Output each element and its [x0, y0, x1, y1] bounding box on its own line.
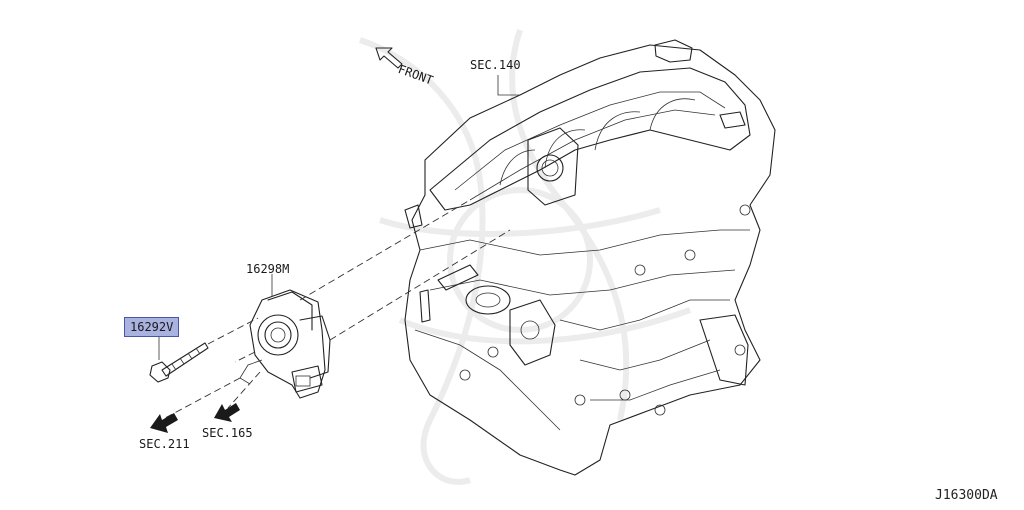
- throttle-part-number[interactable]: 16298M: [246, 262, 290, 276]
- throttle-body: [239, 289, 331, 399]
- diagram-code: J16300DA: [935, 488, 998, 503]
- sec165-label[interactable]: SEC.165: [202, 426, 253, 440]
- engine-block: [404, 39, 776, 476]
- sec165-arrow-icon: [214, 403, 240, 422]
- leader-lines: [158, 75, 520, 419]
- sec211-arrow-icon: [150, 413, 178, 433]
- bolt: [149, 342, 209, 383]
- sec211-label[interactable]: SEC.211: [139, 437, 190, 451]
- sec140-label[interactable]: SEC.140: [470, 58, 521, 72]
- bolt-part-number[interactable]: 16292V: [124, 317, 180, 337]
- watermark-emblem: [359, 29, 692, 485]
- front-arrow-icon: [375, 47, 403, 69]
